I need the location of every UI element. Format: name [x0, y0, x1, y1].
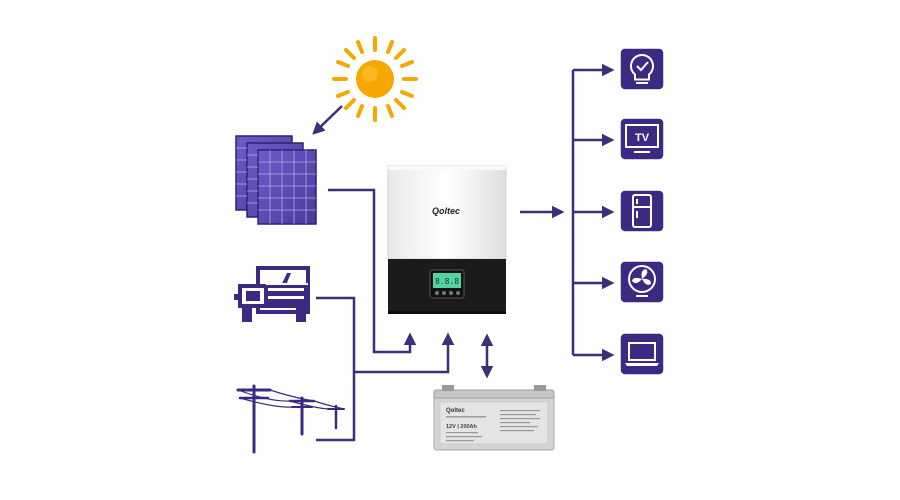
tv-icon: TV: [619, 117, 665, 161]
battery: Qoltec 12V | 200Ah: [433, 385, 555, 451]
lcd-readout: 8.8.8: [435, 277, 459, 286]
sun-to-panel-arrow: [312, 105, 343, 135]
connector-lines: [316, 63, 615, 442]
laptop-icon: [619, 332, 665, 376]
fan-icon: [619, 260, 665, 304]
fridge-icon: [619, 189, 665, 233]
battery-brand: Qoltec: [446, 408, 465, 414]
inverter: Qoltec 8.8.8: [387, 165, 507, 314]
solar-to-inverter-line: [328, 188, 417, 354]
lightbulb-icon: [619, 47, 665, 91]
inverter-brand: Qoltec: [432, 206, 460, 216]
sun-icon: [332, 36, 418, 122]
ac-to-inverter-line: [354, 332, 455, 374]
grid-line: [316, 372, 356, 442]
generator-icon: [234, 266, 310, 322]
solar-panel-icon: [235, 135, 317, 225]
power-grid-icon: [236, 384, 345, 454]
tv-label: TV: [635, 132, 650, 144]
generator-line: [316, 296, 356, 372]
battery-model: 12V | 200Ah: [446, 424, 478, 430]
inverter-display: 8.8.8: [429, 269, 465, 299]
